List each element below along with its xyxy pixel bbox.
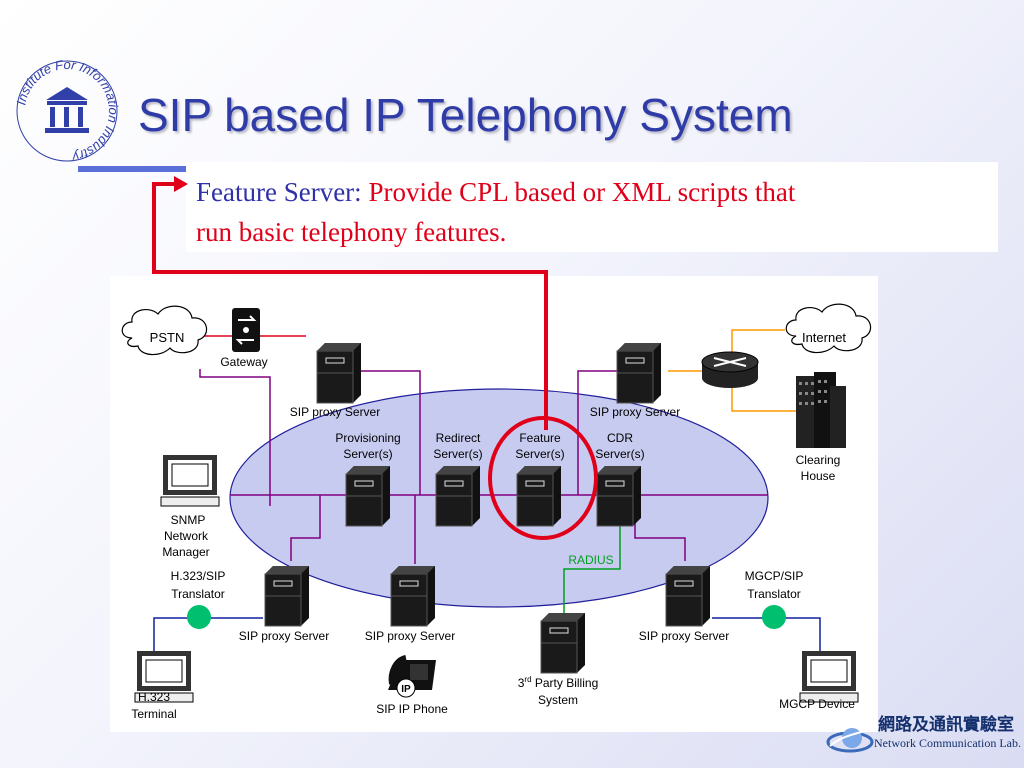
proxy-top-right-label: SIP proxy Server <box>590 405 680 419</box>
mgcp-translator-node <box>762 605 786 629</box>
provisioning-label-1: Provisioning <box>335 431 400 445</box>
redirect-label-2: Server(s) <box>433 447 482 461</box>
feature-server-highlight <box>488 416 598 540</box>
clearing-house-icon <box>796 372 846 448</box>
clearing-house-label-1: Clearing <box>796 453 841 467</box>
sip-phone-label: SIP IP Phone <box>376 702 448 716</box>
proxy-bottom-3-label: SIP proxy Server <box>639 629 729 643</box>
institute-logo: Institute For Information Industry <box>13 57 121 165</box>
billing-label-2: System <box>538 693 578 707</box>
network-diagram: PSTN Internet Gateway SIP proxy Server S… <box>110 276 878 732</box>
billing-label-1: 3rd Party Billing <box>518 675 599 690</box>
title-underline <box>78 166 208 172</box>
h323-terminal-label-2: Terminal <box>131 707 176 721</box>
internet-label: Internet <box>802 330 846 345</box>
h323-translator-node <box>187 605 211 629</box>
h323-terminal-label-1: H.323 <box>138 690 170 704</box>
callout-label: Feature Server: <box>196 177 362 207</box>
proxy-top-left-label: SIP proxy Server <box>290 405 380 419</box>
callout-description-1: Provide CPL based or XML scripts that <box>361 177 796 207</box>
feature-server-callout: Feature Server: Provide CPL based or XML… <box>186 162 998 252</box>
lab-globe-icon <box>826 727 874 753</box>
snmp-label-2: Network <box>164 529 209 543</box>
callout-description-2: run basic telephony features. <box>196 217 507 247</box>
proxy-bottom-1-label: SIP proxy Server <box>239 629 329 643</box>
radius-label: RADIUS <box>568 553 613 567</box>
internet-cloud: Internet <box>785 303 872 354</box>
cdr-label-2: Server(s) <box>595 447 644 461</box>
mgcp-link <box>712 617 821 651</box>
h323-translator-label-2: Translator <box>171 587 225 601</box>
feature-label-2: Server(s) <box>515 447 564 461</box>
provisioning-label-2: Server(s) <box>343 447 392 461</box>
snmp-label-3: Manager <box>162 545 209 559</box>
sip-links <box>199 369 768 564</box>
gateway-icon <box>232 308 260 352</box>
cdr-label-1: CDR <box>607 431 633 445</box>
pstn-cloud: PSTN <box>121 305 208 356</box>
gateway-label: Gateway <box>220 355 267 369</box>
redirect-label-1: Redirect <box>436 431 481 445</box>
network-diagram-svg: PSTN Internet Gateway SIP proxy Server S… <box>121 303 872 721</box>
h323-link <box>153 617 263 651</box>
lab-name-chinese: 網路及通訊實驗室 <box>878 715 1014 735</box>
mgcp-translator-label-1: MGCP/SIP <box>745 569 804 583</box>
lab-name-english: Network Communication Lab. <box>874 736 1021 750</box>
feature-label-1: Feature <box>519 431 561 445</box>
snmp-label-1: SNMP <box>171 513 206 527</box>
proxy-bottom-2-label: SIP proxy Server <box>365 629 455 643</box>
slide-title: SIP based IP Telephony System <box>138 89 793 141</box>
mgcp-translator-label-2: Translator <box>747 587 801 601</box>
clearing-house-label-2: House <box>801 469 836 483</box>
pstn-label: PSTN <box>150 330 185 345</box>
phone-ip-badge: IP <box>401 684 411 695</box>
h323-translator-label-1: H.323/SIP <box>171 569 226 583</box>
mgcp-device-label: MGCP Device <box>779 697 855 711</box>
lab-footer: 網路及通訊實驗室 Network Communication Lab. <box>826 706 1024 768</box>
backbone-ellipse <box>229 388 769 608</box>
radius-link <box>563 508 621 614</box>
router-icon <box>701 351 759 388</box>
